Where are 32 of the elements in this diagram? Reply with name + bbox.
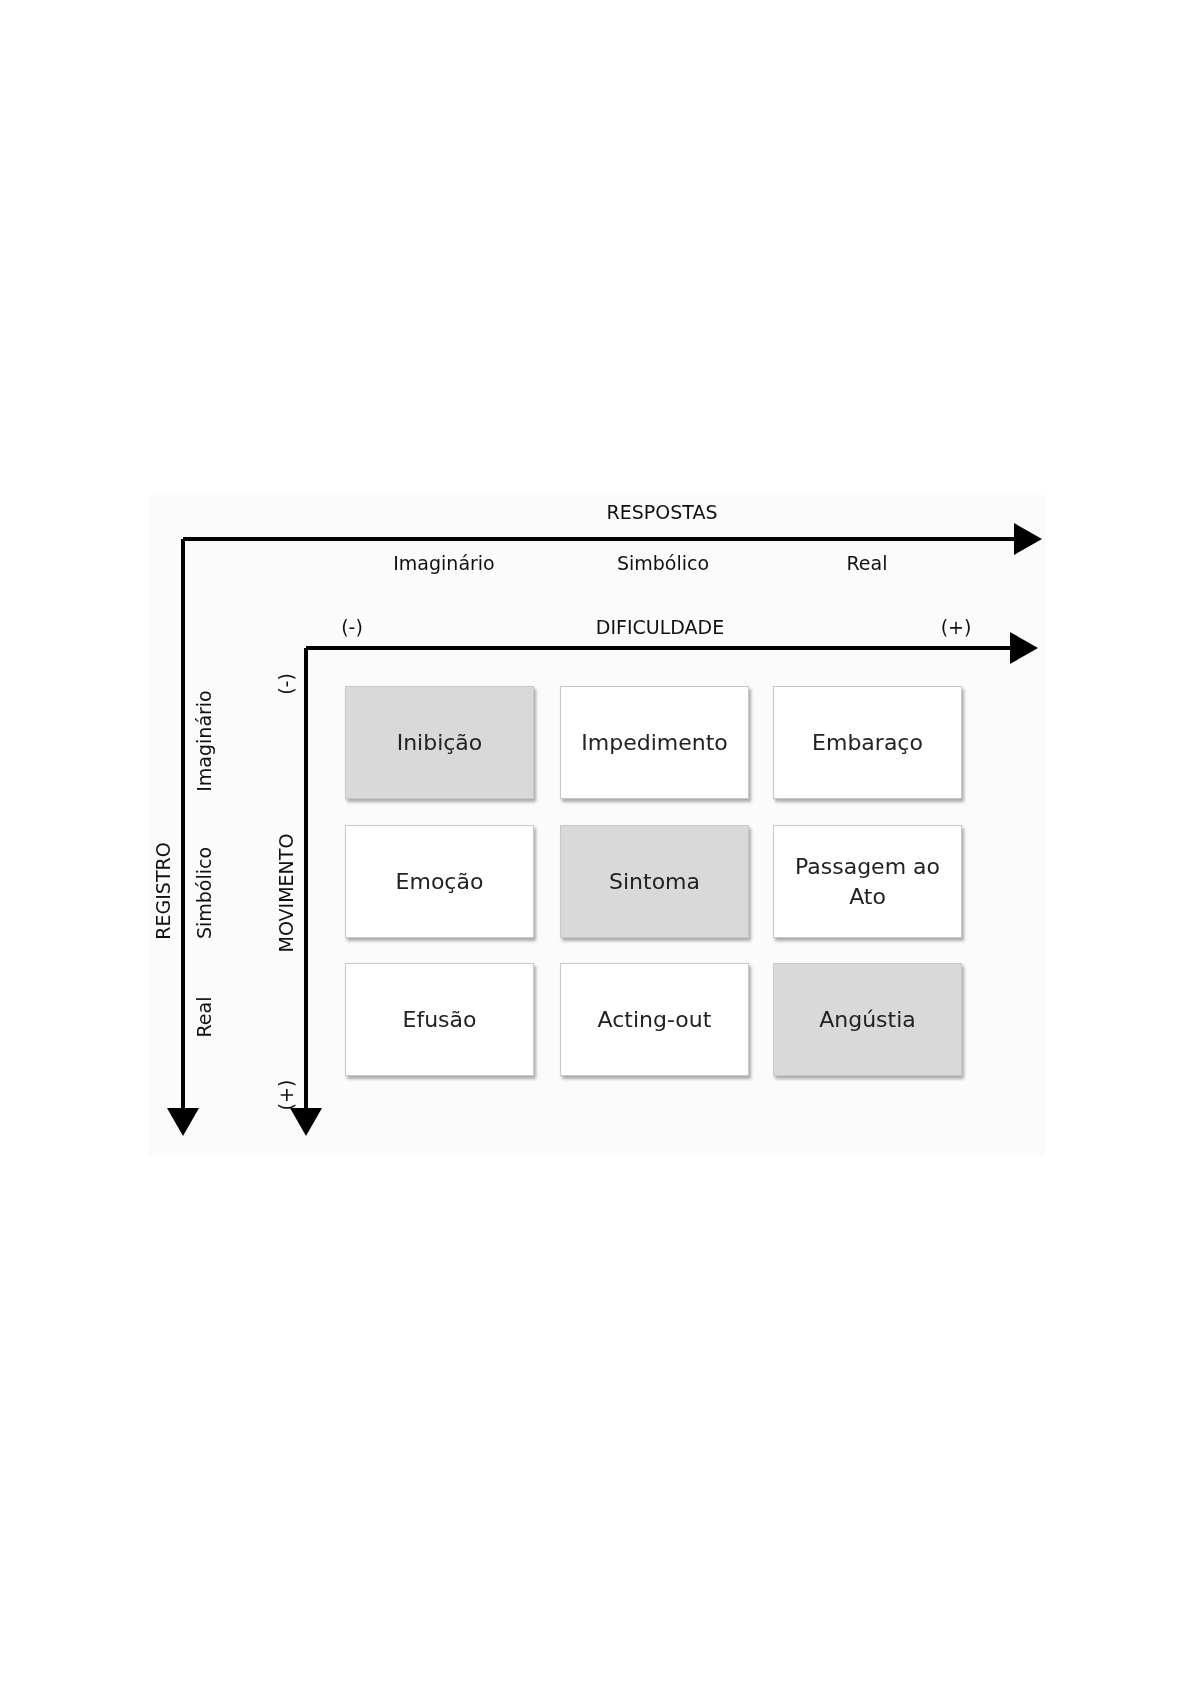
box-label: Angústia <box>819 1005 916 1034</box>
column-label: Imaginário <box>393 552 495 574</box>
axis-title: MOVIMENTO <box>275 833 297 953</box>
shaded-box <box>560 825 749 938</box>
row-label: Imaginário <box>193 690 215 792</box>
box-label: Passagem ao Ato <box>794 852 941 911</box>
scale-mark: (-) <box>341 616 363 638</box>
box-label: Embaraço <box>812 728 923 757</box>
box <box>345 825 534 938</box>
box <box>560 963 749 1076</box>
axis-title: RESPOSTAS <box>606 501 718 523</box>
scale-mark: (+) <box>940 616 972 638</box>
scale-mark: (-) <box>275 673 297 695</box>
box-label: Acting-out <box>597 1005 712 1034</box>
axis-title: DIFICULDADE <box>595 616 725 638</box>
box <box>560 686 749 799</box>
column-label: Simbólico <box>616 552 710 574</box>
row-label: Simbólico <box>193 846 215 940</box>
column-label: Real <box>846 552 888 574</box>
box <box>345 963 534 1076</box>
shaded-box <box>773 963 962 1076</box>
axis-title: REGISTRO <box>152 842 174 940</box>
box <box>773 825 962 938</box>
box-label: Sintoma <box>609 867 700 896</box>
box <box>773 686 962 799</box>
box-label: Emoção <box>395 867 484 896</box>
box-label: Impedimento <box>581 728 728 757</box>
box-label: Efusão <box>402 1005 477 1034</box>
row-label: Real <box>193 996 215 1038</box>
shaded-box <box>345 686 534 799</box>
scale-mark: (+) <box>275 1079 297 1111</box>
box-label: Inibição <box>396 728 483 757</box>
